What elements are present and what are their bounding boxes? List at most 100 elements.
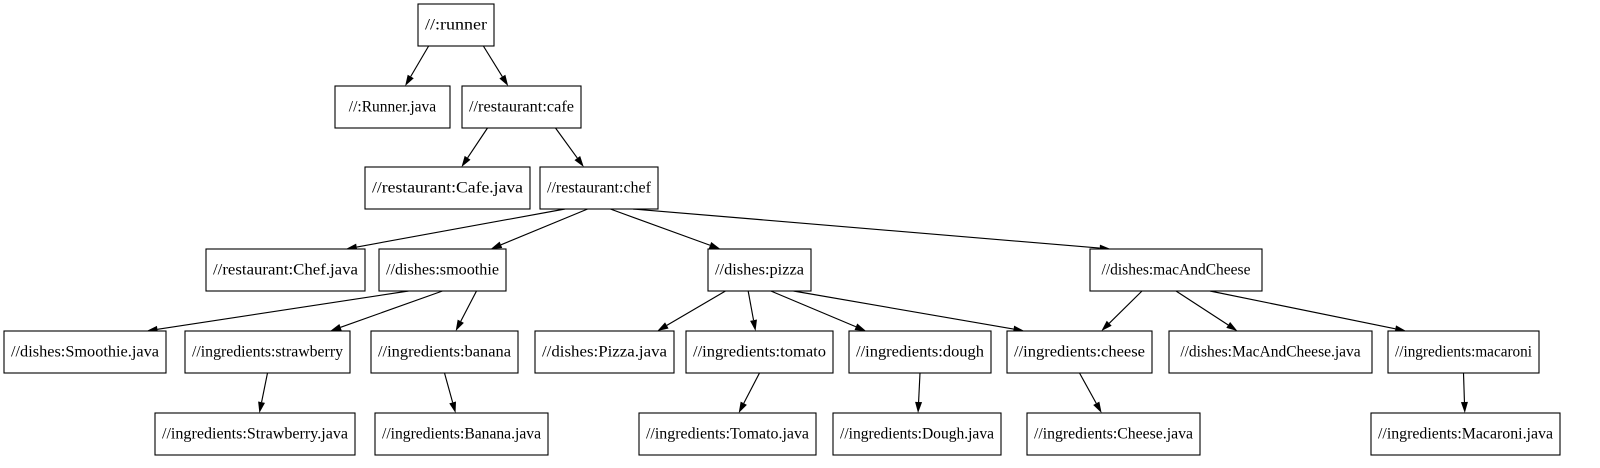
node-box[interactable] (707, 248, 812, 292)
edge-arrowhead (330, 324, 342, 331)
node-box[interactable] (1089, 248, 1263, 292)
edge-ing_macaroni-to-ing_macaroni_java (1460, 372, 1468, 413)
node-box[interactable] (1168, 330, 1373, 374)
node-label: //dishes:Pizza.java (542, 344, 667, 361)
node-box[interactable] (534, 330, 675, 374)
graph-node-dishes_macandcheese[interactable]: //dishes:macAndCheese (1089, 248, 1263, 292)
graph-node-ing_strawberry_java[interactable]: //ingredients:Strawberry.java (154, 412, 356, 456)
node-box[interactable] (417, 3, 495, 47)
graph-node-ing_strawberry[interactable]: //ingredients:strawberry (184, 330, 351, 374)
node-label: //ingredients:macaroni (1395, 344, 1533, 361)
edge-arrowhead (1101, 320, 1112, 331)
graph-node-runner_java[interactable]: //:Runner.java (334, 85, 451, 129)
node-box[interactable] (154, 412, 356, 456)
graph-node-restaurant_cafe_java[interactable]: //restaurant:Cafe.java (364, 166, 531, 210)
node-box[interactable] (1387, 330, 1540, 374)
node-box[interactable] (374, 412, 549, 456)
node-label: //ingredients:Macaroni.java (1378, 426, 1553, 443)
edge-arrowhead (915, 401, 923, 413)
edge-ing_cheese-to-ing_cheese_java (1078, 372, 1102, 413)
node-box[interactable] (370, 330, 519, 374)
graph-node-restaurant_chef_java[interactable]: //restaurant:Chef.java (205, 248, 366, 292)
graph-node-restaurant_chef[interactable]: //restaurant:chef (539, 166, 659, 210)
edge-line (918, 372, 921, 403)
graph-node-ing_cheese[interactable]: //ingredients:cheese (1006, 330, 1153, 374)
graph-node-ing_dough[interactable]: //ingredients:dough (848, 330, 992, 374)
node-box[interactable] (638, 412, 817, 456)
edge-arrowhead (258, 401, 265, 413)
edge-arrowhead (405, 74, 414, 86)
node-box[interactable] (832, 412, 1002, 456)
edge-line (1209, 290, 1396, 330)
edge-arrowhead (708, 241, 721, 249)
edge-line (770, 290, 857, 328)
edge-arrowhead (738, 401, 747, 413)
node-label: //restaurant:chef (547, 180, 652, 197)
graph-node-dishes_pizza_java[interactable]: //dishes:Pizza.java (534, 330, 675, 374)
edge-restaurant_cafe-to-restaurant_cafe_java (461, 127, 488, 167)
node-label: //ingredients:Cheese.java (1034, 426, 1193, 443)
graph-node-ing_macaroni[interactable]: //ingredients:macaroni (1387, 330, 1540, 374)
node-box[interactable] (1370, 412, 1561, 456)
edge-arrowhead (461, 155, 471, 167)
graph-node-ing_tomato[interactable]: //ingredients:tomato (685, 330, 834, 374)
node-box[interactable] (848, 330, 992, 374)
node-label: //:Runner.java (349, 99, 437, 116)
node-label: //ingredients:Dough.java (840, 426, 994, 443)
node-box[interactable] (539, 166, 659, 210)
graph-node-ing_banana_java[interactable]: //ingredients:Banana.java (374, 412, 549, 456)
edge-dishes_smoothie-to-ing_strawberry (330, 290, 443, 331)
edge-line (793, 290, 1014, 330)
edge-line (460, 290, 478, 322)
graph-node-restaurant_cafe[interactable]: //restaurant:cafe (461, 85, 582, 129)
edge-line (743, 372, 761, 404)
node-box[interactable] (685, 330, 834, 374)
edge-line (500, 208, 588, 246)
edge-line (340, 290, 443, 328)
edge-arrowhead (1460, 401, 1468, 413)
edge-dishes_pizza-to-ing_cheese (793, 290, 1025, 333)
edge-arrowhead (1226, 322, 1238, 331)
edge-arrowhead (574, 156, 584, 167)
edge-line (555, 127, 578, 159)
edge-runner-to-runner_java (405, 45, 430, 86)
edge-line (632, 208, 1100, 249)
node-box[interactable] (205, 248, 366, 292)
graph-node-ing_macaroni_java[interactable]: //ingredients:Macaroni.java (1370, 412, 1561, 456)
graph-node-dishes_pizza[interactable]: //dishes:pizza (707, 248, 812, 292)
edge-dishes_macandcheese-to-ing_cheese (1101, 290, 1143, 331)
node-box[interactable] (3, 330, 167, 374)
graph-node-dishes_smoothie_java[interactable]: //dishes:Smoothie.java (3, 330, 167, 374)
node-label: //:runner (425, 17, 488, 34)
edge-arrowhead (750, 319, 757, 331)
graph-node-ing_tomato_java[interactable]: //ingredients:Tomato.java (638, 412, 817, 456)
edge-arrowhead (455, 319, 464, 331)
graph-node-dishes_mac_java[interactable]: //dishes:MacAndCheese.java (1168, 330, 1373, 374)
node-box[interactable] (364, 166, 531, 210)
edge-line (467, 127, 488, 159)
edge-line (1462, 372, 1466, 403)
graph-node-ing_cheese_java[interactable]: //ingredients:Cheese.java (1026, 412, 1201, 456)
node-box[interactable] (1026, 412, 1201, 456)
edge-line (356, 208, 566, 248)
edge-dishes_macandcheese-to-ing_macaroni (1209, 290, 1407, 333)
node-box[interactable] (1006, 330, 1153, 374)
edge-arrowhead (449, 401, 456, 413)
graph-node-ing_dough_java[interactable]: //ingredients:Dough.java (832, 412, 1002, 456)
edge-arrowhead (854, 323, 867, 331)
node-label: //restaurant:Chef.java (213, 262, 358, 279)
edge-dishes_smoothie-to-dishes_smoothie_java (146, 290, 409, 333)
node-box[interactable] (184, 330, 351, 374)
edge-restaurant_chef-to-dishes_pizza (610, 208, 721, 249)
node-box[interactable] (378, 248, 507, 292)
edge-ing_strawberry-to-ing_strawberry_java (258, 372, 269, 413)
node-box[interactable] (334, 85, 451, 129)
graph-node-ing_banana[interactable]: //ingredients:banana (370, 330, 519, 374)
node-label: //restaurant:cafe (469, 99, 574, 116)
node-label: //ingredients:cheese (1014, 344, 1145, 361)
edge-line (747, 290, 755, 321)
graph-node-dishes_smoothie[interactable]: //dishes:smoothie (378, 248, 507, 292)
node-box[interactable] (461, 85, 582, 129)
graph-node-runner[interactable]: //:runner (417, 3, 495, 47)
